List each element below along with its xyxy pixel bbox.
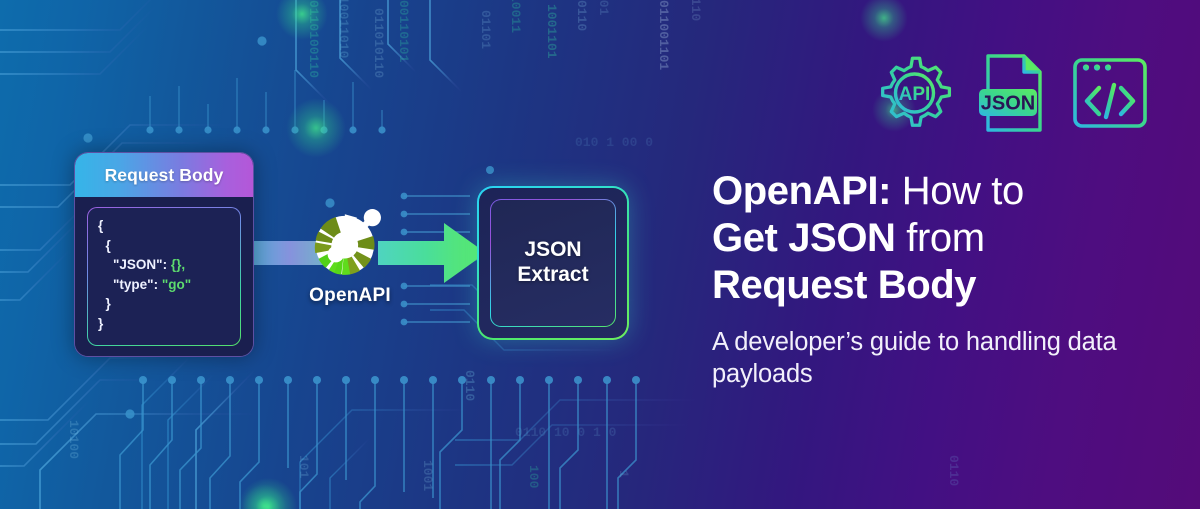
svg-text:100: 100	[526, 465, 541, 489]
svg-text:0110 10 0 1 0: 0110 10 0 1 0	[515, 425, 617, 440]
request-body-header: Request Body	[75, 153, 253, 197]
openapi-block: OpenAPI	[300, 197, 400, 307]
json-code-box: { { "JSON": {}, "type": "go" } }	[87, 207, 241, 346]
svg-text:0110: 0110	[946, 455, 961, 486]
json-extract-line2: Extract	[517, 263, 589, 286]
flow-arrow	[378, 223, 486, 283]
json-extract-card: JSON Extract	[477, 186, 629, 340]
code-chevrons-icon	[1084, 82, 1136, 120]
title-line2-bold: Get JSON	[712, 216, 896, 261]
svg-text:10011: 10011	[508, 0, 523, 33]
title-line1-rest: How to	[891, 169, 1025, 213]
svg-text:101: 101	[296, 455, 311, 479]
svg-text:1001: 1001	[420, 460, 435, 491]
svg-text:101: 101	[596, 0, 611, 16]
request-body-card: Request Body { { "JSON": {}, "type": "go…	[74, 152, 254, 357]
json-file-icon: JSON	[979, 54, 1042, 132]
svg-text:011010110: 011010110	[371, 8, 386, 78]
request-body-title: Request Body	[104, 164, 224, 185]
title-line2-rest: from	[895, 216, 985, 261]
icon-row: API JSON	[878, 52, 1150, 134]
svg-text:01101: 01101	[478, 10, 493, 49]
title-line3-bold: Request Body	[712, 263, 977, 308]
json-extract-inner: JSON Extract	[490, 199, 616, 327]
svg-text:10100: 10100	[66, 420, 81, 459]
svg-text:1001101: 1001101	[544, 4, 559, 59]
page-subtitle: A developer’s guide to handling data pay…	[712, 327, 1117, 388]
svg-text:010 1 00 0: 010 1 00 0	[575, 135, 653, 150]
page-title: OpenAPI: How to Get JSON from Request Bo…	[712, 168, 1172, 310]
openapi-logo	[314, 209, 381, 275]
svg-text:00110101: 00110101	[396, 0, 411, 63]
json-code-text: { { "JSON": {}, "type": "go" } }	[98, 218, 192, 331]
svg-text:011001101: 011001101	[656, 0, 671, 70]
request-body-content: { { "JSON": {}, "type": "go" } }	[75, 197, 253, 356]
svg-text:0110100110: 0110100110	[306, 0, 321, 78]
api-gear-icon: API	[881, 56, 952, 127]
code-window-icon	[1073, 58, 1147, 128]
svg-text:0110: 0110	[688, 0, 703, 21]
title-line1-bold: OpenAPI:	[712, 169, 892, 213]
svg-text:0110: 0110	[462, 370, 477, 401]
svg-text:1: 1	[616, 470, 631, 478]
svg-text:10011010: 10011010	[336, 0, 351, 59]
json-file-label: JSON	[981, 93, 1035, 115]
svg-text:0110: 0110	[574, 0, 589, 31]
headline-block: OpenAPI: How to Get JSON from Request Bo…	[712, 168, 1172, 390]
json-extract-line1: JSON	[524, 238, 582, 262]
openapi-label: OpenAPI	[309, 285, 391, 306]
api-gear-label: API	[899, 84, 931, 105]
